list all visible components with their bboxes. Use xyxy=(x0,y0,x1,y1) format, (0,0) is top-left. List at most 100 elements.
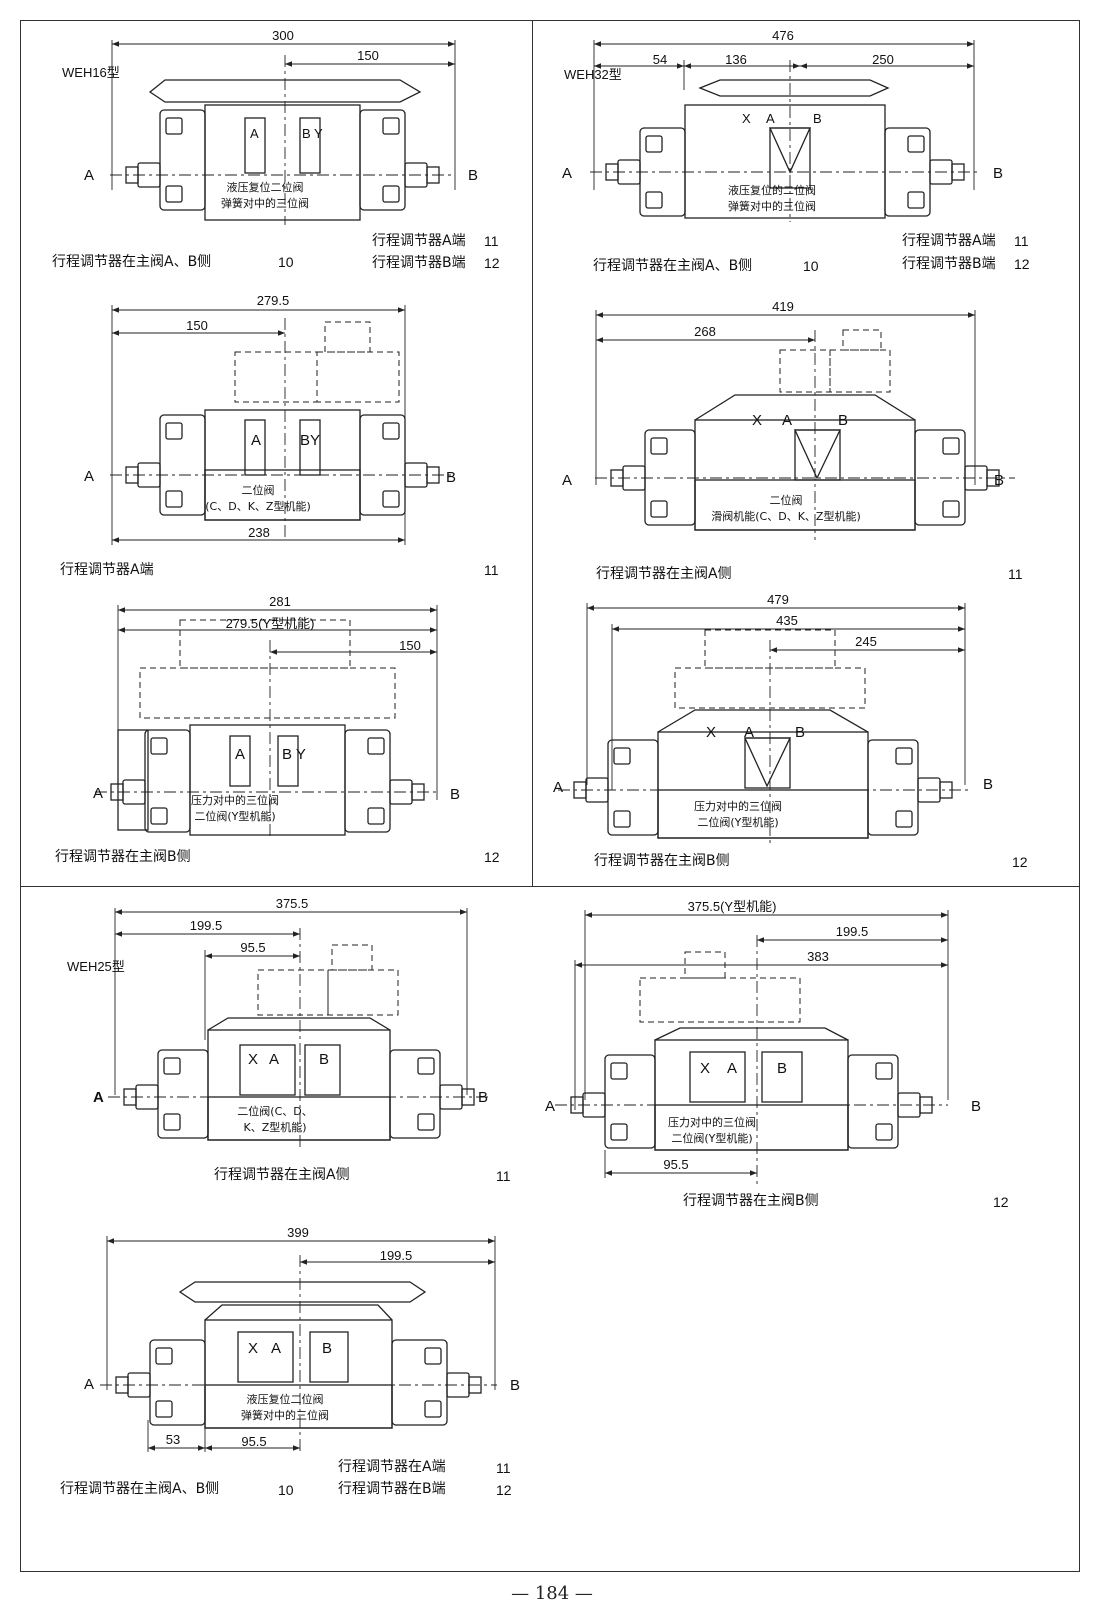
valve-mark-by: BY xyxy=(300,432,321,449)
dim-95-5: 95.5 xyxy=(663,1157,689,1172)
dim-199-5: 199.5 xyxy=(835,924,869,939)
valve-mark-a: A xyxy=(269,1051,280,1068)
dim-150: 150 xyxy=(186,318,208,333)
bolt-head xyxy=(650,437,668,455)
caption-12: 行程调节器B端 xyxy=(902,256,996,272)
bolt-head xyxy=(150,737,168,755)
bolt-head xyxy=(895,810,913,828)
body-lower-panel xyxy=(657,789,869,839)
dim-95-5: 95.5 xyxy=(240,940,266,955)
caption-12: 行程调节器在B端 xyxy=(338,1481,446,1497)
dim-overall-width: 281 xyxy=(269,594,291,609)
end-cover-right xyxy=(914,429,966,526)
dim-383: 383 xyxy=(807,949,829,964)
function-note-1: 液压复位二位阀 xyxy=(246,1393,324,1406)
end-cover-right xyxy=(359,109,406,211)
port-a-label: A xyxy=(562,165,573,182)
valve-mark-x: X xyxy=(706,724,717,741)
port-a-label: A xyxy=(93,785,104,802)
pilot-plate xyxy=(698,79,890,97)
dim-238: 238 xyxy=(248,525,270,540)
dim-overall-width: 375.5 xyxy=(275,896,309,911)
body-top xyxy=(207,1017,391,1031)
valve-mark-b: B xyxy=(322,1340,333,1357)
pilot-plate xyxy=(178,1281,427,1303)
row-divider xyxy=(20,886,1080,887)
pilot-solenoid-left xyxy=(234,351,318,403)
valve-mark-b: B xyxy=(813,111,822,126)
port-a-label: A xyxy=(84,1376,95,1393)
port-b-label: B xyxy=(468,167,479,184)
caption-12-code: 12 xyxy=(1014,256,1030,272)
caption-12: 行程调节器在主阀B侧 xyxy=(55,849,191,865)
bolt-head xyxy=(155,1347,173,1365)
dim-250: 250 xyxy=(872,52,894,67)
pilot-solenoid xyxy=(639,977,801,1023)
bolt-head xyxy=(163,1057,181,1075)
valve-mark-a: A xyxy=(744,724,755,741)
connector-box xyxy=(331,944,373,971)
valve-mark-x: X xyxy=(248,1340,259,1357)
connector-box xyxy=(842,329,882,351)
function-note-2: 二位阀(Y型机能) xyxy=(697,816,779,829)
bolt-head xyxy=(150,807,168,825)
dim-54: 54 xyxy=(652,52,668,67)
caption-10-code: 10 xyxy=(278,254,294,270)
bolt-head xyxy=(907,135,925,153)
bolt-head xyxy=(417,1113,435,1131)
model-label: WEH16型 xyxy=(62,65,120,80)
bolt-head xyxy=(165,422,183,440)
bolt-head xyxy=(382,490,400,508)
bolt-head xyxy=(155,1400,173,1418)
housing-left xyxy=(117,729,149,831)
bolt-head xyxy=(907,191,925,209)
port-b-label: B xyxy=(478,1089,489,1106)
end-cover-left xyxy=(644,429,696,526)
function-note-1: 二位阀 xyxy=(241,484,275,497)
port-a-label: A xyxy=(545,1098,556,1115)
valve-mark-x: X xyxy=(248,1051,259,1068)
caption-11: 行程调节器在主阀A侧 xyxy=(214,1167,350,1183)
valve-mark-b: B xyxy=(319,1051,330,1068)
caption-10: 行程调节器在主阀A、B侧 xyxy=(60,1481,220,1497)
caption-12-code: 12 xyxy=(993,1194,1009,1210)
spool-window-a xyxy=(689,1051,746,1103)
valve-mark-x: X xyxy=(742,111,751,126)
spool-window-a xyxy=(237,1331,294,1383)
bolt-head xyxy=(367,807,385,825)
caption-12: 行程调节器B端 xyxy=(372,255,466,271)
caption-11-code: 11 xyxy=(496,1168,511,1184)
function-note-1: 压力对中的三位阀 xyxy=(668,1116,756,1129)
body-top xyxy=(204,1304,393,1321)
valve-mark-b: B xyxy=(838,412,849,429)
function-note-2: K、Z型机能) xyxy=(243,1121,307,1134)
port-a-label: A xyxy=(84,468,95,485)
dim-half-width: 150 xyxy=(357,48,379,63)
bolt-head xyxy=(382,117,400,135)
caption-12: 行程调节器在主阀B侧 xyxy=(683,1193,819,1209)
body-top xyxy=(657,709,869,733)
valve-mark-by: B Y xyxy=(282,746,306,763)
dim-overall-width: 399 xyxy=(287,1225,309,1240)
caption-12-code: 12 xyxy=(484,255,500,271)
port-b-label: B xyxy=(994,472,1005,489)
pilot-valve xyxy=(139,667,396,719)
function-note-1: 二位阀 xyxy=(769,494,803,507)
bolt-head xyxy=(417,1057,435,1075)
dim-268: 268 xyxy=(694,324,716,339)
bolt-head xyxy=(424,1347,442,1365)
dim-95-5: 95.5 xyxy=(241,1434,267,1449)
bolt-head xyxy=(610,1062,628,1080)
bolt-head xyxy=(613,747,631,765)
dim-245: 245 xyxy=(855,634,877,649)
function-note-1: 压力对中的三位阀 xyxy=(191,794,279,807)
end-cover-left xyxy=(157,1049,209,1139)
port-b-label: B xyxy=(983,776,994,793)
caption-11-code: 11 xyxy=(1014,233,1029,249)
dim-53: 53 xyxy=(165,1432,181,1447)
port-a-label: A xyxy=(562,472,573,489)
valve-mark-b: B xyxy=(795,724,806,741)
dim-overall-width: 279.5 xyxy=(256,293,290,308)
pilot-solenoid xyxy=(704,629,836,669)
